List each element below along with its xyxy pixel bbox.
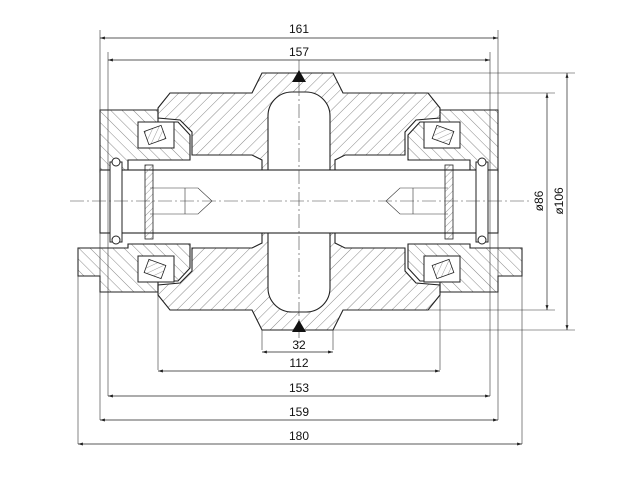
shaft-ring-left — [144, 164, 154, 240]
bearing-roller-lr — [431, 258, 455, 280]
dim-label-180: 180 — [289, 429, 309, 443]
extension-lines — [77, 30, 575, 444]
dim-label-dia86: ø86 — [532, 190, 546, 211]
dim-label-dia106: ø106 — [552, 187, 566, 215]
oil-port-top-marker — [292, 70, 306, 82]
bearings — [137, 121, 461, 283]
dim-label-112: 112 — [289, 356, 308, 370]
dim-label-153: 153 — [289, 381, 309, 395]
o-ring-ur — [477, 157, 487, 167]
shaft-ring-right — [444, 164, 454, 240]
o-ring-ll — [111, 235, 121, 245]
bearing-lower-right — [423, 255, 461, 283]
bearing-upper-right — [423, 121, 461, 149]
o-ring-ul — [111, 157, 121, 167]
dim-label-32: 32 — [292, 338, 306, 352]
o-ring-lr — [477, 235, 487, 245]
dim-label-159: 159 — [289, 405, 309, 419]
dim-label-157: 157 — [289, 45, 309, 59]
centerlines — [70, 60, 530, 345]
bearing-roller-ul — [143, 124, 167, 146]
shaft-collar-right — [475, 161, 489, 243]
oil-port-bottom-marker — [292, 320, 306, 332]
dimension-lines — [78, 36, 569, 446]
dim-label-161: 161 — [289, 22, 309, 36]
bearing-roller-ll — [143, 258, 167, 280]
bearing-roller-ur — [431, 124, 455, 146]
shaft-collar-left — [109, 161, 123, 243]
dimension-labels: 161 157 32 112 153 159 180 ø86 ø106 — [289, 22, 566, 443]
